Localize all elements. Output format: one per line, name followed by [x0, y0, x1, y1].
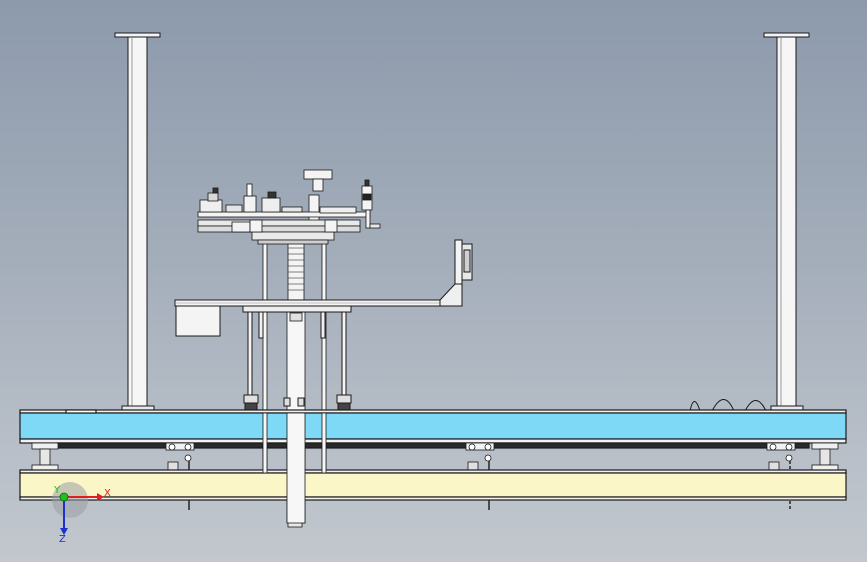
right-column-top-plate — [763, 32, 810, 38]
triad-y-label: Y — [53, 485, 61, 496]
coordinate-triad: X Y Z — [52, 482, 111, 545]
triad-z-label: Z — [59, 534, 66, 545]
right-column-shaft — [776, 36, 797, 408]
right-column — [763, 32, 810, 412]
arm-bracket — [439, 283, 463, 307]
cable-loops — [689, 399, 767, 412]
left-column-top-plate — [114, 32, 161, 38]
horizontal-arm — [174, 239, 473, 412]
triad-y-axis — [59, 492, 69, 502]
base-plate-cyan — [19, 412, 847, 440]
left-column-shaft — [127, 36, 148, 408]
base-platform — [19, 409, 847, 449]
rods-foreground — [262, 412, 327, 524]
left-column — [114, 32, 161, 412]
arm-box — [175, 305, 221, 337]
central-plate — [251, 231, 335, 241]
upper-mechanism — [197, 169, 381, 245]
rail-yellow-body — [19, 472, 847, 498]
ground-rail — [19, 469, 847, 501]
triad-x-label: X — [104, 488, 111, 499]
top-handle — [303, 169, 333, 180]
rail-mounts — [31, 442, 839, 510]
